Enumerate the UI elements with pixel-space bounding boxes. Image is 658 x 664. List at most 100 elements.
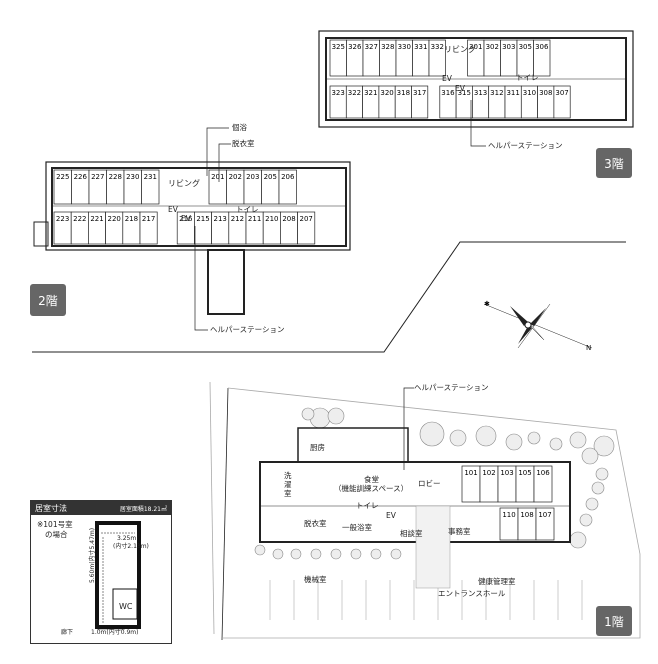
floor2-top-room-box	[278, 169, 297, 205]
floor1-office: 事務室	[448, 527, 471, 536]
tree-icon	[419, 421, 445, 447]
floor3-toilet: トイレ	[516, 73, 539, 82]
floor1-general-bath: 一般浴室	[342, 523, 372, 532]
floor1-bottom-room-box	[535, 507, 555, 541]
floor2-bottom-room-number: 221	[90, 215, 103, 223]
floor1-dining-sub: （機能訓練スペース）	[334, 484, 409, 493]
floor2-bottom-room-number: 220	[108, 215, 121, 223]
floor2-top-room-number: 228	[109, 173, 122, 181]
inset-door: 1.0m(内寸0.9m)	[91, 629, 139, 636]
tree-icon	[330, 548, 342, 560]
inset-note-1: ※101号室	[37, 520, 73, 529]
floor2-top-room-number: 206	[281, 173, 295, 181]
floor2-top-room-box	[141, 169, 160, 205]
floor2-bottom-room-number: 216	[179, 215, 193, 223]
floor1-helper-label: ヘルパーステーション	[414, 383, 489, 392]
floor2-top-room-number: 201	[211, 173, 224, 181]
floor2-bath: 個浴	[232, 123, 247, 132]
floor3-top-room-number: 332	[431, 43, 444, 51]
floor2-ev2: EV	[181, 214, 191, 223]
floor1-top-room-number: 101	[464, 469, 477, 477]
floor1-consult: 相談室	[400, 529, 423, 538]
floor1-dressing: 脱衣室	[304, 519, 327, 528]
floor3-bottom-room-number: 317	[413, 89, 426, 97]
tree-icon	[350, 548, 362, 560]
compass-n: N	[586, 344, 591, 352]
tree-icon	[475, 425, 497, 447]
floor1-badge: 1階	[596, 606, 632, 636]
tree-icon	[301, 407, 315, 421]
floor2-top-room-number: 202	[229, 173, 242, 181]
floor2-badge: 2階	[30, 284, 66, 316]
svg-text:✱: ✱	[484, 300, 490, 308]
floor2-top-room-number: 203	[246, 173, 259, 181]
floor3-helper-leader	[470, 100, 486, 147]
floor3-top-room-number: 330	[398, 43, 411, 51]
floor2-top-room-number: 205	[264, 173, 277, 181]
floor3-bottom-room-number: 323	[331, 89, 344, 97]
floor2-bottom-room-box	[297, 211, 316, 245]
tree-icon	[505, 433, 523, 451]
floor3-living: リビング	[444, 45, 476, 54]
floor3-badge: 3階	[596, 148, 632, 178]
floor3-top-room-number: 328	[381, 43, 394, 51]
floor2-bottom-room-number: 208	[282, 215, 295, 223]
floor1-health: 健康管理室	[478, 577, 516, 586]
floor2-bottom-room-number: 217	[142, 215, 155, 223]
floor1-laundry-1: 洗	[284, 471, 292, 480]
floor2-ev1: EV	[168, 205, 178, 214]
floor3-bottom-room-number: 311	[506, 89, 519, 97]
tree-icon	[527, 431, 541, 445]
site-boundary-line	[32, 241, 626, 353]
floor2-bottom-room-number: 211	[248, 215, 261, 223]
inset-corridor: 廊下	[61, 629, 74, 636]
tree-icon	[581, 447, 599, 465]
inset-dim-height: 5.60m(内寸5.47m)	[89, 527, 96, 583]
floor1-kitchen: 厨房	[310, 443, 325, 452]
floor2-bottom-room-number: 223	[56, 215, 69, 223]
tree-icon	[585, 497, 599, 511]
floor1-machine: 機械室	[304, 575, 327, 584]
floor3-bottom-room-number: 308	[539, 89, 552, 97]
tree-icon	[569, 431, 587, 449]
tree-icon	[569, 531, 587, 549]
floor3-top-room-number: 305	[519, 43, 532, 51]
floor1-ev: EV	[386, 511, 396, 520]
floor2-bottom-room-box	[139, 211, 158, 245]
floor2-helper-leader	[194, 226, 208, 331]
tree-icon	[327, 407, 345, 425]
floor2-bottom-room-number: 218	[125, 215, 138, 223]
floor3-top-room-number: 325	[332, 43, 345, 51]
floor1-top-room-number: 106	[536, 469, 550, 477]
inset-dim-width: 3.25m	[117, 535, 137, 542]
tree-icon	[549, 437, 563, 451]
floor3-bottom-room-number: 321	[364, 89, 377, 97]
floor1-top-room-number: 105	[518, 469, 531, 477]
floor1-dining: 食堂	[364, 475, 379, 484]
inset-title: 居室寸法	[35, 503, 67, 513]
floor3-top-room-box	[428, 39, 446, 77]
tree-icon	[290, 548, 302, 560]
floor3-ev2: EV	[455, 84, 465, 93]
inset-area: 居室面積18.21㎡	[119, 505, 167, 513]
tree-icon	[593, 435, 615, 457]
floor3-bottom-room-number: 322	[348, 89, 361, 97]
inset-room-drawing	[95, 521, 141, 630]
floor1-top-room-number: 103	[500, 469, 513, 477]
floor3-bottom-room-box	[553, 85, 571, 119]
floor3-top-room-number: 303	[502, 43, 515, 51]
room-dimension-inset: 居室寸法 居室面積18.21㎡ ※101号室 の場合 3.25m (内寸2.13…	[30, 500, 172, 644]
floor3-bottom-room-number: 320	[380, 89, 393, 97]
floor1-bottom-room-number: 110	[502, 511, 515, 519]
tree-icon	[254, 544, 266, 556]
floor1-bottom-room-number: 108	[520, 511, 533, 519]
tree-icon	[272, 548, 284, 560]
floor1-lobby: ロビー	[418, 479, 441, 488]
floor1-top-room-number: 102	[482, 469, 495, 477]
floor3-bottom-room-number: 315	[458, 89, 471, 97]
floor2-top-room-number: 227	[91, 173, 104, 181]
tree-icon	[579, 513, 593, 527]
floor2-bottom-room-number: 212	[231, 215, 244, 223]
